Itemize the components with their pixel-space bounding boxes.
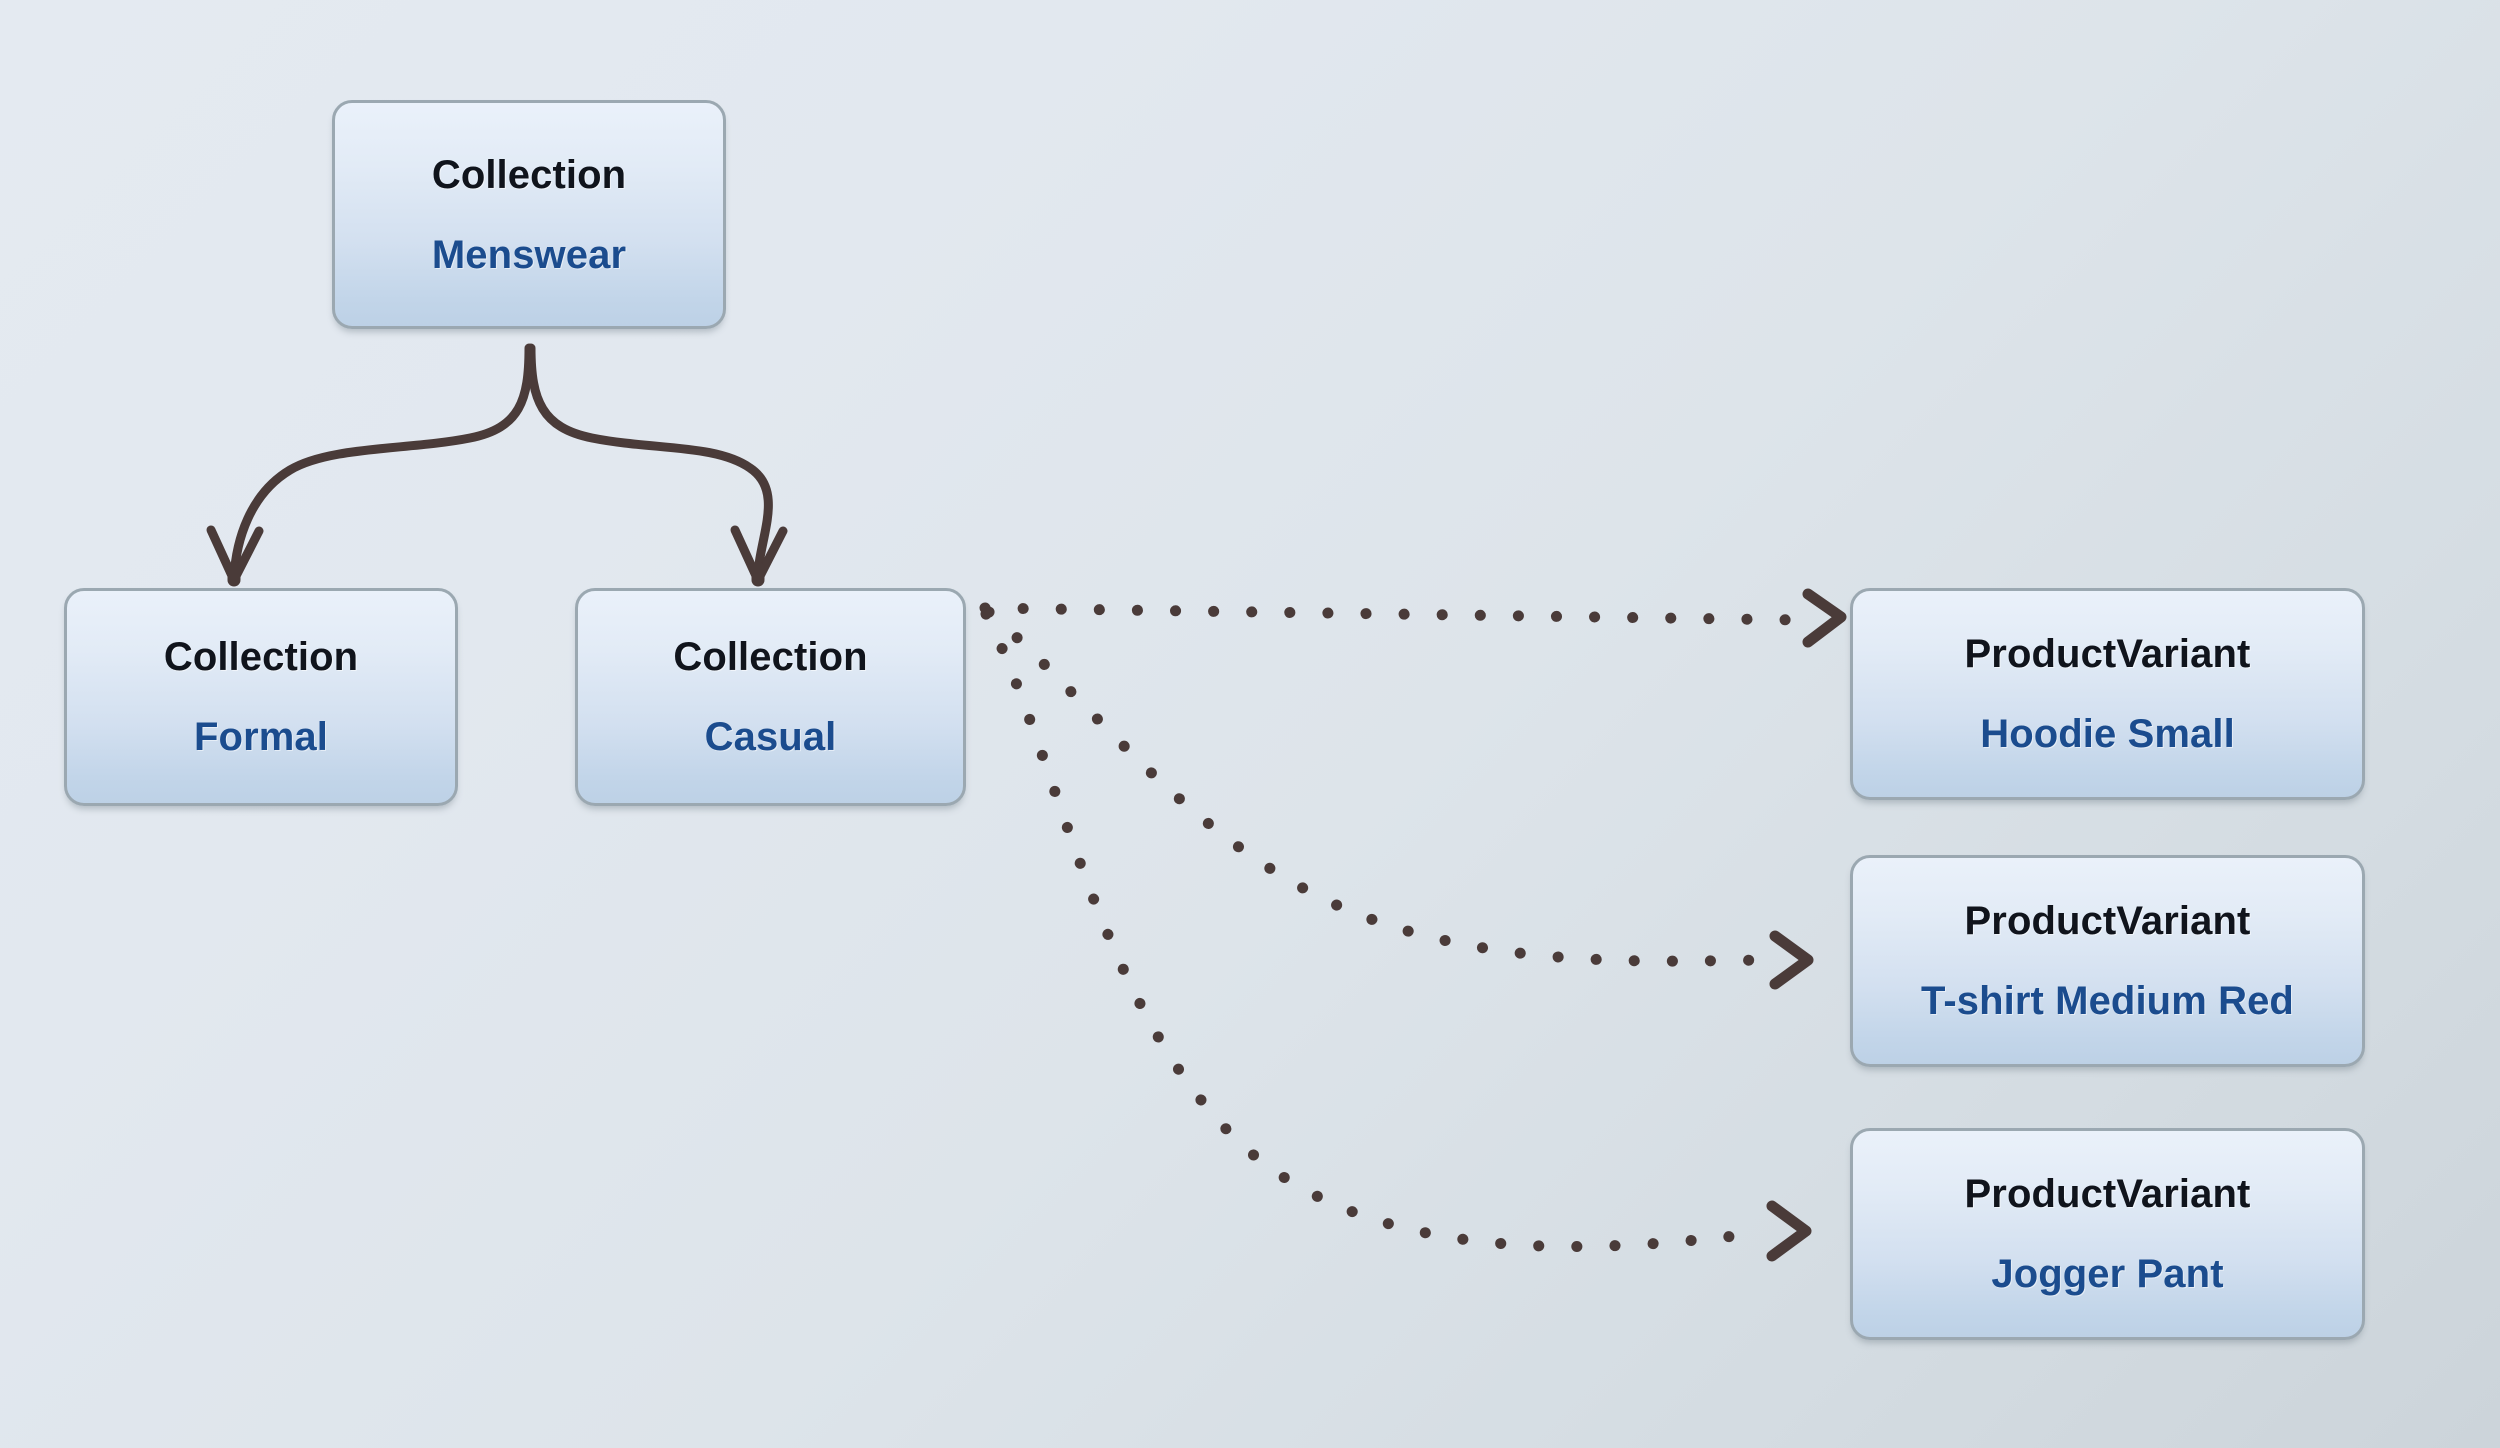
node-variant-jogger-pant[interactable]: ProductVariant Jogger Pant [1850, 1128, 2365, 1340]
node-variant-tshirt-medium-red[interactable]: ProductVariant T-shirt Medium Red [1850, 855, 2365, 1067]
edge-casual-hoodie [979, 588, 1847, 648]
node-variant-hoodie-small[interactable]: ProductVariant Hoodie Small [1850, 588, 2365, 800]
node-name-label: Jogger Pant [1991, 1252, 2224, 1296]
node-name-label: Casual [704, 715, 837, 759]
node-type-label: Collection [431, 152, 627, 197]
node-collection-formal[interactable]: Collection Formal [64, 588, 458, 806]
node-collection-menswear[interactable]: Collection Menswear [332, 100, 726, 329]
edge-menswear-casual [526, 343, 788, 587]
node-type-label: ProductVariant [1964, 899, 2251, 943]
node-name-label: Formal [194, 715, 328, 759]
edge-menswear-formal [206, 343, 534, 587]
edge-casual-tshirt [983, 606, 1814, 990]
edge-casual-jogger [980, 608, 1812, 1262]
node-type-label: ProductVariant [1964, 1172, 2251, 1216]
node-type-label: Collection [673, 635, 868, 679]
node-type-label: ProductVariant [1964, 632, 2251, 676]
node-name-label: T-shirt Medium Red [1921, 979, 2294, 1023]
node-type-label: Collection [163, 635, 359, 679]
node-collection-casual[interactable]: Collection Casual [575, 588, 966, 806]
node-name-label: Menswear [431, 232, 627, 277]
node-name-label: Hoodie Small [1980, 712, 2235, 756]
